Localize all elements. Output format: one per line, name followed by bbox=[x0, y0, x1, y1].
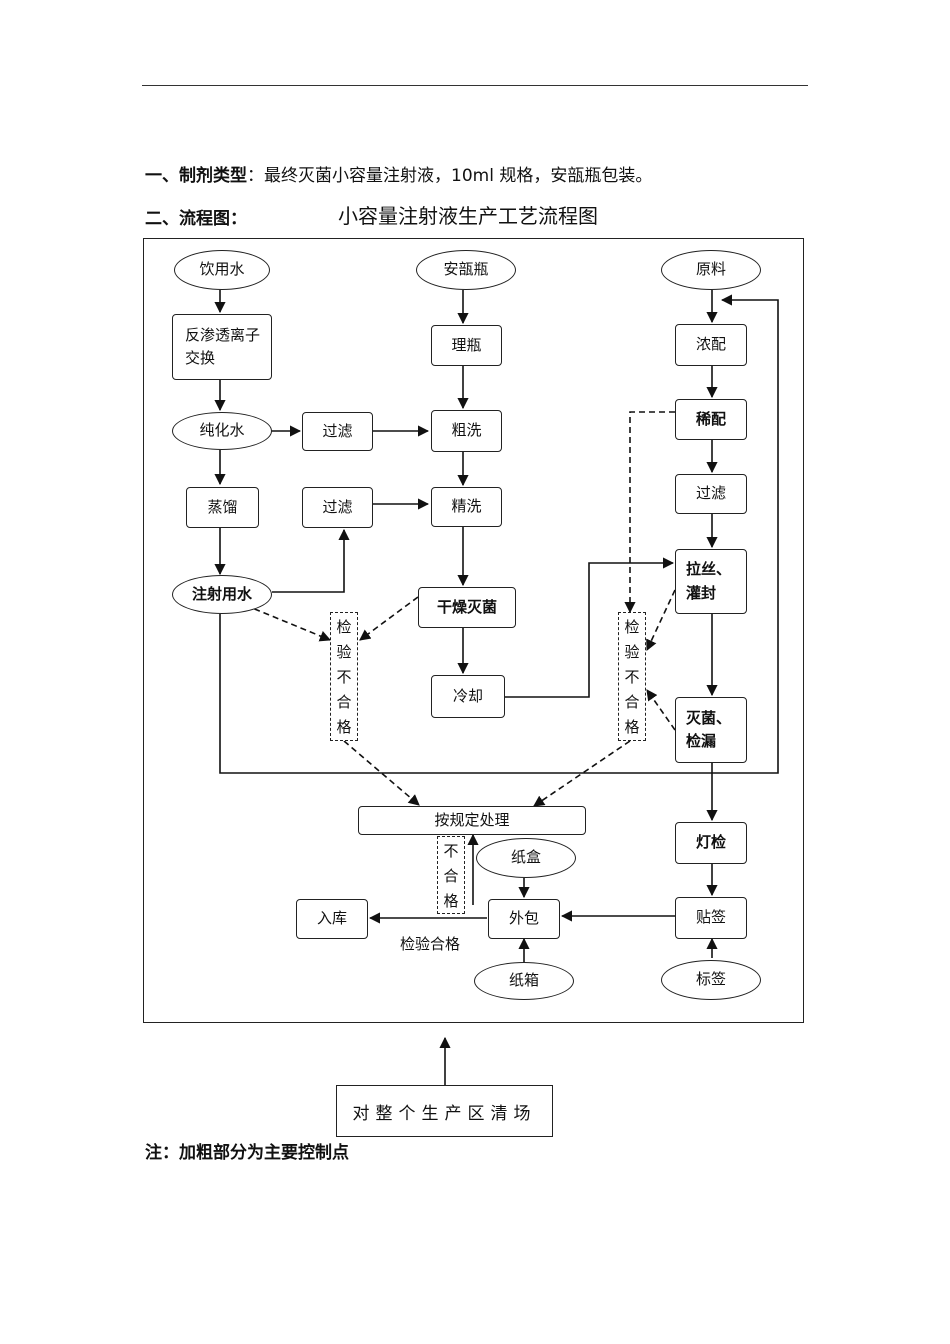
section1-colon: ： bbox=[247, 166, 264, 186]
reject-left-char: 格 bbox=[336, 718, 352, 736]
node-draw-fill: 拉丝、灌封 bbox=[675, 549, 747, 614]
node-dilute-mix: 稀配 bbox=[675, 399, 747, 440]
node-filter-2: 过滤 bbox=[302, 487, 373, 528]
reject-right-char: 验 bbox=[624, 643, 640, 661]
node-ro-ion-exchange: 反渗透离子交换 bbox=[172, 314, 272, 380]
flow-title: 小容量注射液生产工艺流程图 bbox=[338, 204, 598, 228]
node-labeling: 贴签 bbox=[675, 897, 747, 939]
pass-inspection-label: 检验合格 bbox=[400, 935, 461, 953]
node-sort-bottles: 理瓶 bbox=[431, 325, 502, 366]
node-wfi: 注射用水 bbox=[172, 575, 272, 614]
formulation-type-line: 一、制剂类型：最终灭菌小容量注射液，10ml 规格，安瓿瓶包装。 bbox=[145, 161, 652, 186]
node-cool: 冷却 bbox=[431, 675, 505, 718]
node-sterilize-leak: 灭菌、检漏 bbox=[675, 697, 747, 763]
section2-label: 二、流程图： bbox=[145, 209, 247, 229]
node-box: 纸箱 bbox=[474, 962, 574, 1000]
reject-left-char: 检 bbox=[336, 618, 352, 636]
node-rough-wash: 粗洗 bbox=[431, 410, 502, 452]
node-distill: 蒸馏 bbox=[186, 487, 259, 528]
node-handle: 按规定处理 bbox=[358, 806, 586, 835]
node-filter-1: 过滤 bbox=[302, 412, 373, 451]
flowchart-frame bbox=[143, 238, 804, 1023]
node-label: 标签 bbox=[661, 960, 761, 1000]
node-warehouse: 入库 bbox=[296, 899, 368, 939]
reject-bottom-char: 格 bbox=[443, 892, 459, 910]
node-filter-3: 过滤 bbox=[675, 474, 747, 514]
reject-bottom-char: 不 bbox=[443, 842, 459, 860]
reject-left-char: 验 bbox=[336, 643, 352, 661]
section1-text: 最终灭菌小容量注射液，10ml 规格，安瓿瓶包装。 bbox=[264, 166, 653, 186]
header-rule bbox=[142, 85, 808, 86]
cleanup-box: 对整个生产区清场 bbox=[336, 1085, 553, 1137]
section1-label: 一、制剂类型 bbox=[145, 166, 247, 186]
node-potable-water: 饮用水 bbox=[174, 250, 270, 290]
reject-right-char: 合 bbox=[624, 693, 640, 711]
reject-box-right: 检 验 不 合 格 bbox=[618, 612, 646, 741]
reject-right-char: 检 bbox=[624, 618, 640, 636]
reject-right-char: 不 bbox=[624, 668, 640, 686]
node-light-check: 灯检 bbox=[675, 822, 747, 864]
node-purified-water: 纯化水 bbox=[172, 412, 272, 450]
node-outer-pack: 外包 bbox=[488, 899, 560, 939]
reject-box-left: 检 验 不 合 格 bbox=[330, 612, 358, 741]
node-carton: 纸盒 bbox=[476, 838, 576, 878]
reject-box-bottom: 不 合 格 bbox=[437, 836, 465, 914]
reject-right-char: 格 bbox=[624, 718, 640, 736]
node-conc-mix: 浓配 bbox=[675, 324, 747, 366]
footnote: 注：加粗部分为主要控制点 bbox=[145, 1143, 349, 1163]
reject-left-char: 不 bbox=[336, 668, 352, 686]
node-dry-sterilize: 干燥灭菌 bbox=[418, 587, 516, 628]
node-raw-material: 原料 bbox=[661, 250, 761, 290]
node-ampoule: 安瓿瓶 bbox=[416, 250, 516, 290]
node-fine-wash: 精洗 bbox=[431, 487, 502, 527]
reject-bottom-char: 合 bbox=[443, 867, 459, 885]
reject-left-char: 合 bbox=[336, 693, 352, 711]
